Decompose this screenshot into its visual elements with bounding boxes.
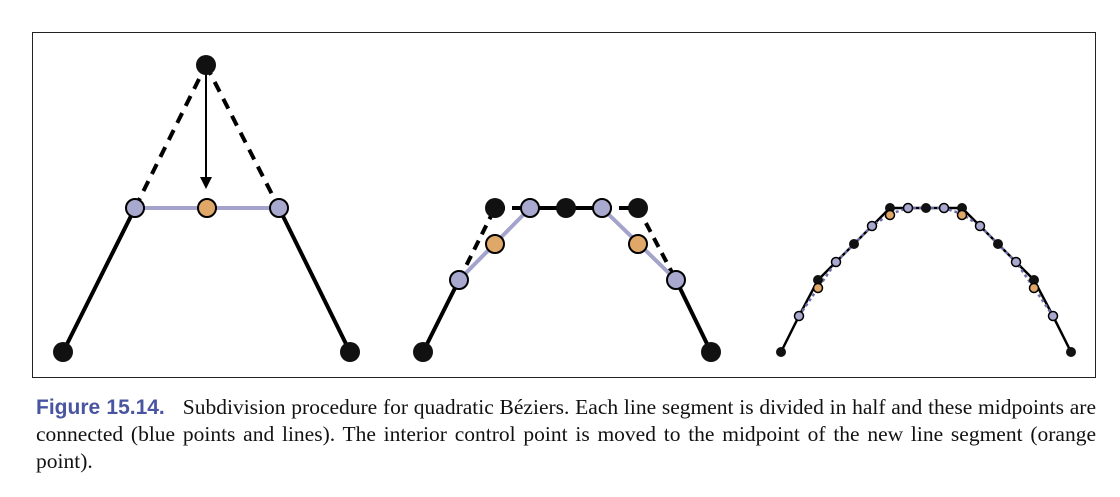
moved-point [628,234,648,254]
figure-frame [32,32,1096,378]
moved-point [956,209,968,221]
figure-caption: Figure 15.14.Subdivision procedure for q… [36,394,1096,475]
midpoint [449,270,469,290]
control-point [849,239,859,249]
caption-text: Subdivision procedure for quadratic Bézi… [36,395,1097,473]
midpoint [1010,256,1022,268]
control-polygon-solid-right [277,207,352,353]
figure-label: Figure 15.14. [36,396,165,419]
panel-step-3 [776,202,1076,357]
midpoint [938,202,950,214]
midpoint [866,220,878,232]
control-point [413,342,433,362]
control-point [921,203,931,213]
control-polygon-dashed-left [133,64,208,209]
midpoint [666,270,686,290]
midpoint [793,310,805,322]
control-polygon-solid [674,279,713,353]
midpoint [269,198,289,218]
midpoint [125,198,145,218]
moved-point [884,209,896,221]
moved-point [1028,282,1040,294]
moved-point [197,198,217,218]
control-point [813,275,823,285]
control-point [340,342,360,362]
panel-step-1 [53,55,360,362]
control-polygon-dashed [457,207,497,281]
control-polygon-dashed-right [204,64,281,209]
control-point [776,347,786,357]
control-point [1066,347,1076,357]
control-point [993,239,1003,249]
control-polygon-dashed [636,207,678,281]
control-polygon-solid [421,279,461,353]
midpoint [592,198,612,218]
control-point [196,55,216,75]
control-point [53,342,73,362]
midpoint [974,220,986,232]
control-point [485,198,505,218]
moved-point [812,282,824,294]
moved-point [485,234,505,254]
move-arrow-head [200,177,212,189]
control-point [701,342,721,362]
control-point [628,198,648,218]
control-polygon-solid-left [61,207,137,353]
control-point [556,198,576,218]
midpoint [830,256,842,268]
subdivision-diagram [53,55,1076,362]
midpoint [902,202,914,214]
midpoint [1047,310,1059,322]
panel-step-2 [413,198,721,362]
midpoint [520,198,540,218]
control-point [1029,275,1039,285]
